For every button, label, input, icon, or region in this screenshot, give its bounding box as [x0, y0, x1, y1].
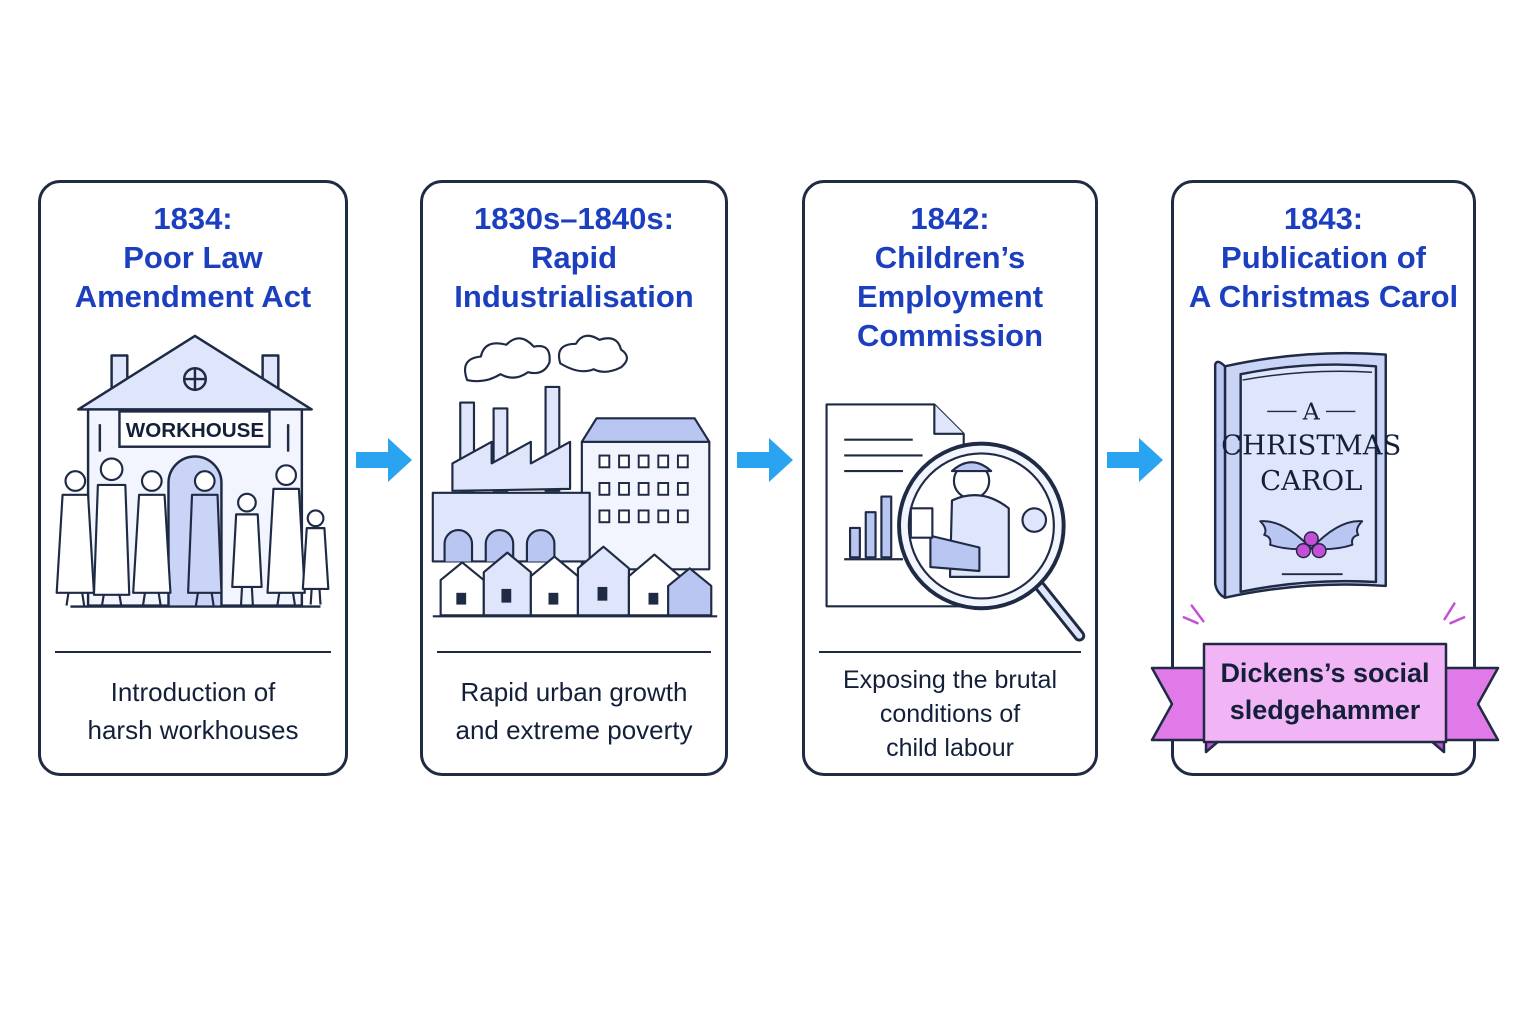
card-title: 1834: Poor Law Amendment Act [41, 199, 345, 316]
desc-line: child labour [886, 734, 1014, 762]
card-year: 1834: [153, 201, 233, 236]
arrow-right-icon [1107, 438, 1163, 482]
desc-line: harsh workhouses [87, 715, 299, 745]
desc-line: Exposing the brutal [842, 666, 1058, 694]
desc-line: Introduction of [110, 677, 276, 707]
banner-text: Dickens’s social sledgehammer [1205, 655, 1445, 735]
card-description: Introduction of harsh workhouses [51, 673, 335, 749]
desc-line: Rapid urban growth [460, 677, 688, 707]
factory-town-icon [431, 334, 718, 618]
card-year: 1842: [910, 201, 990, 236]
card-divider [819, 651, 1081, 653]
ribbon-banner [1150, 642, 1500, 754]
workhouse-icon: WORKHOUSE [55, 334, 330, 608]
report-magnifier-icon [825, 403, 1086, 642]
card-heading-line: Rapid [530, 240, 618, 275]
card-title: 1830s–1840s: Rapid Industrialisation [423, 199, 725, 316]
card-title: 1843: Publication of A Christmas Carol [1174, 199, 1473, 316]
card-description: Exposing the brutal conditions of child … [815, 663, 1085, 765]
desc-line: and extreme poverty [455, 715, 693, 745]
card-title: 1842: Children’s Employment Commission [805, 199, 1095, 355]
timeline-card-1834: 1834: Poor Law Amendment Act WORKHOUSE [38, 180, 348, 776]
card-divider [437, 651, 711, 653]
card-heading-line: A Christmas Carol [1188, 279, 1459, 314]
christmas-carol-book-icon: A CHRISTMAS CAROL [1182, 351, 1466, 625]
card-heading-line: Poor Law [123, 240, 263, 275]
arrow-right-icon [737, 438, 793, 482]
card-divider [55, 651, 331, 653]
desc-line: Dickens’s social [1220, 658, 1430, 688]
card-heading-line: Commission [856, 318, 1044, 353]
timeline-card-1842: 1842: Children’s Employment Commission E [802, 180, 1098, 776]
card-heading-line: Amendment Act [74, 279, 312, 314]
workhouse-sign: WORKHOUSE [126, 419, 264, 442]
book-title-line: CAROL [1260, 466, 1362, 497]
book-title-line: CHRISTMAS [1221, 431, 1401, 462]
card-heading-line: Industrialisation [454, 279, 694, 314]
card-heading-line: Publication of [1221, 240, 1426, 275]
book-title-line: A [1302, 397, 1321, 425]
timeline-card-1830s-1840s: 1830s–1840s: Rapid Industrialisation [420, 180, 728, 776]
card-year: 1830s–1840s: [474, 201, 674, 236]
desc-line: sledgehammer [1229, 695, 1421, 725]
card-heading-line: Children’s [874, 240, 1026, 275]
card-year: 1843: [1283, 201, 1364, 236]
arrow-right-icon [356, 438, 412, 482]
desc-line: conditions of [879, 700, 1021, 728]
card-heading-line: Employment [856, 279, 1044, 314]
card-description: Rapid urban growth and extreme poverty [433, 673, 715, 749]
